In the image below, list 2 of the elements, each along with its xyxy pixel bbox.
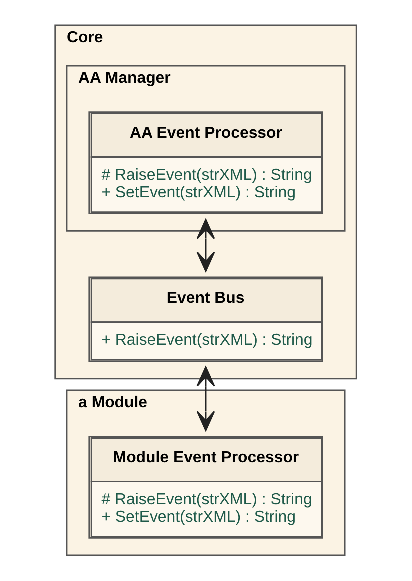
arrow bbox=[196, 219, 216, 272]
arrow bbox=[196, 366, 216, 432]
